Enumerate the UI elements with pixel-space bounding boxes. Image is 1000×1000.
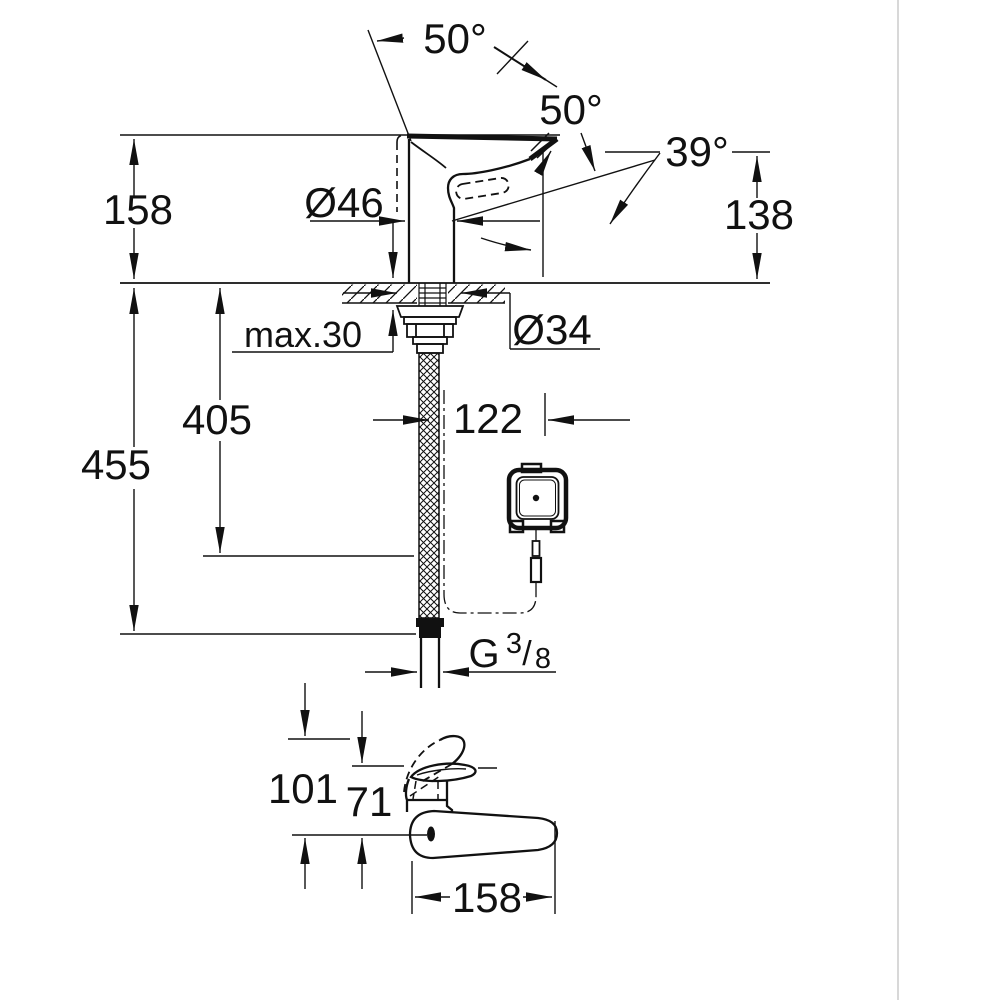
angle-lever-label: 50° (539, 86, 603, 133)
side-spout (292, 809, 559, 860)
hidden-lever (455, 177, 510, 200)
hole-diameter-label: Ø34 (512, 306, 591, 353)
dimension-front-total: 101 (268, 683, 350, 889)
control-box (506, 462, 569, 596)
height-spout-label: 138 (724, 191, 794, 238)
hose-total-label: 455 (81, 441, 151, 488)
dimension-angle-top: 50° (367, 15, 558, 142)
angle-top-label: 50° (423, 15, 487, 62)
mounting-hardware (395, 305, 465, 354)
height-top-label: 158 (103, 186, 173, 233)
deck-section (342, 284, 505, 304)
control-box-dot (532, 494, 540, 502)
lever-axis-line (451, 159, 656, 222)
hose-to-tee-label: 405 (182, 396, 252, 443)
dimension-hose-to-tee: 405 (182, 288, 414, 557)
base-diameter-label: Ø46 (304, 179, 383, 226)
dimension-box-offset: 122 (373, 393, 630, 442)
box-offset-label: 122 (453, 395, 523, 442)
faucet-outline (396, 132, 559, 283)
deck-thickness-label: max.30 (244, 314, 362, 355)
spout-slot (427, 826, 435, 842)
cable-connector (531, 540, 541, 557)
dimension-height-top: 158 (103, 139, 173, 279)
dimension-hose-total: 455 (81, 288, 416, 635)
thread-denominator: 8 (535, 643, 551, 675)
dimension-front-body: 71 (346, 711, 497, 889)
angle-spout-label: 39° (665, 128, 729, 175)
thread-slash: / (522, 635, 532, 673)
side-body (404, 775, 454, 812)
main-view: 50° 50° 39° 158 138 (81, 15, 794, 688)
front-body-label: 71 (346, 778, 393, 825)
dimension-base-diameter: Ø46 (304, 179, 540, 278)
side-lever-hidden (403, 734, 466, 793)
dimension-thread: G 3 / 8 (365, 628, 556, 677)
spout-reach-label: 158 (452, 874, 522, 921)
dimension-hole-diameter: Ø34 (343, 288, 600, 353)
cable-routing-centerline (443, 390, 537, 614)
thread-letter: G (468, 632, 499, 676)
thread-numerator: 3 (506, 628, 522, 660)
dimension-angle-spout: 39° (451, 128, 729, 225)
dimension-spout-reach: 158 (411, 821, 556, 921)
dimension-angle-lever: 50° (480, 86, 603, 277)
side-view: 101 71 158 (268, 683, 559, 921)
dimension-deck-thickness: max.30 (232, 310, 398, 355)
hidden-edge (396, 134, 406, 212)
dimension-height-spout: 138 (724, 151, 794, 279)
hose-end-fitting (416, 618, 444, 627)
threaded-shank (418, 283, 447, 306)
front-total-label: 101 (268, 765, 338, 812)
supply-hose (416, 352, 444, 688)
side-lever-loop (409, 762, 477, 783)
